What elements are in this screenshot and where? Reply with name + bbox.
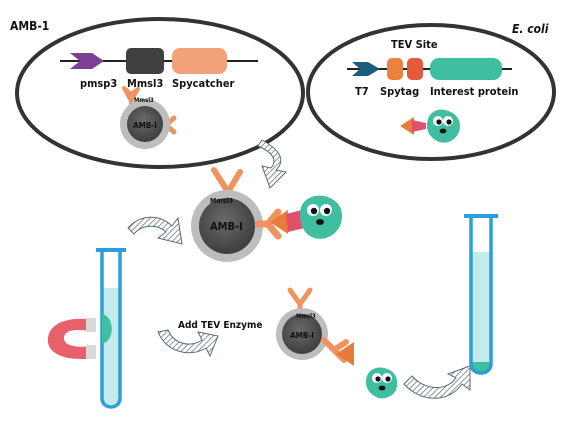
amb1-cell-small: Mmsl3 AMB-I [120,86,177,149]
amb1-title: AMB-1 [10,19,49,33]
released-spytag-triangle-icon [336,342,354,366]
interest-protein-gene-shape [430,58,502,80]
complex-interest-protein-icon [300,195,343,239]
tev-site-label: TEV Site [391,38,438,51]
amb1-plasmid: pmsp3 Mmsl3 Spycatcher [60,48,258,90]
t7-label: T7 [355,85,369,98]
spycatcher-gene-label: Spycatcher [172,77,235,90]
amb1-small-protein-label: Mmsl3 [134,97,154,104]
released-cell: Mmsl3 AMB-I [276,287,354,366]
released-protein-label: Mmsl3 [296,313,316,320]
bound-complex: Mmsl3 AMB-I [191,167,343,262]
ecoli-title: E. coli [512,22,549,36]
tev-site-shape [407,58,423,80]
spytag-triangle-icon [400,117,414,135]
pmsp3-label: pmsp3 [80,77,117,90]
ecoli-plasmid: T7 Spytag Interest protein [347,58,518,98]
ecoli-enclosure: E. coli TEV Site T7 Spytag Interest prot… [306,22,556,161]
mmsl3-gene-shape [126,48,164,74]
collect-arrow-icon [403,365,471,399]
mmsl3-gene-label: Mmsl3 [127,77,163,90]
complex-cell-label: AMB-I [210,220,243,233]
complex-spytag-triangle-icon [270,210,288,234]
fusion-protein-small [400,109,461,143]
test-tube-right [464,214,498,375]
released-cell-label: AMB-I [290,331,314,340]
complex-tev-wedge-icon [286,210,304,232]
spytag-shape [387,58,403,80]
complex-spycatcher-icon [254,208,282,240]
spytag-label: Spytag [380,85,419,98]
t7-promoter-shape [352,62,380,76]
add-tev-enzyme-label: Add TEV Enzyme [178,320,262,331]
tev-wedge-icon [412,120,426,132]
merge-arrow-icon [257,139,288,189]
transfer-arrow-icon [127,216,183,245]
pmsp3-promoter-shape [70,53,104,69]
interest-protein-label: Interest protein [430,85,518,98]
amb1-enclosure: AMB-1 pmsp3 Mmsl3 Spycatcher Mmsl3 AMB-I [10,17,305,169]
magnetic-cells-patch [102,314,112,344]
complex-protein-label: Mmsl3 [210,197,233,205]
test-tube-left [96,248,126,409]
amb1-small-cell-label: AMB-I [133,121,157,130]
tev-step-arrow-icon [157,329,219,358]
spycatcher-gene-shape [172,48,227,74]
magnet-icon [47,318,96,360]
released-interest-protein-icon [366,367,398,399]
